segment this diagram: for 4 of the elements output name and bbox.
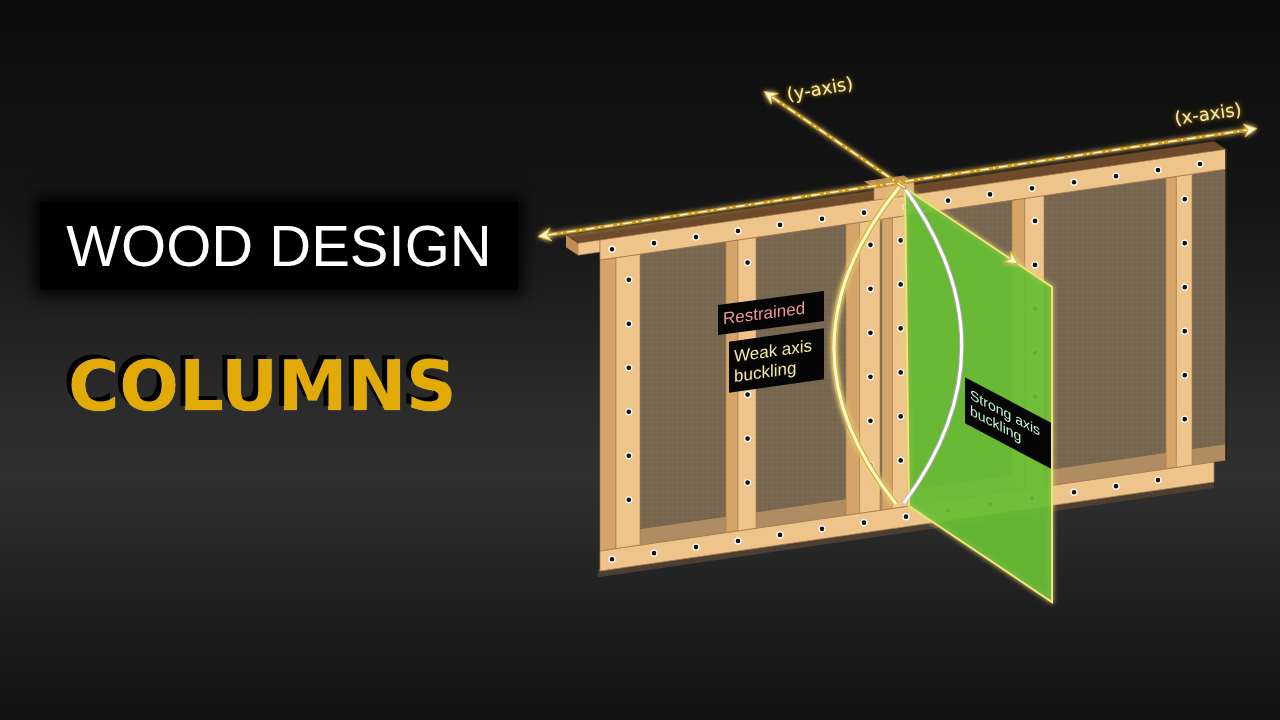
heading-text: COLUMNS [68, 346, 457, 426]
axis-label: (x-axis) [1173, 98, 1243, 130]
axis-label: (y-axis) [785, 72, 855, 106]
title-banner: WOOD DESIGN [40, 202, 518, 290]
